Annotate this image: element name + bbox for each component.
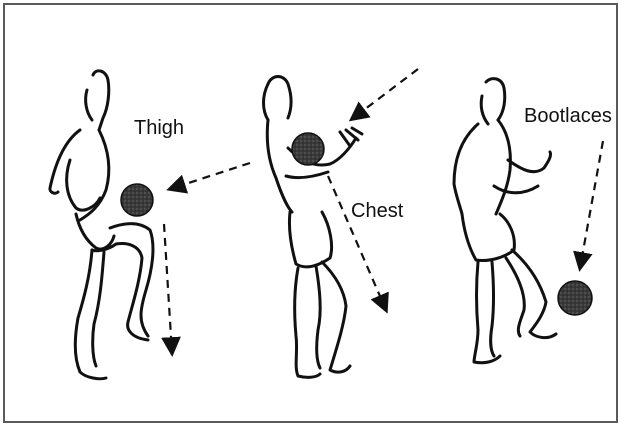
label-bootlaces: Bootlaces: [524, 106, 612, 126]
label-thigh: Thigh: [134, 118, 184, 138]
arrow-into-chest: [352, 69, 418, 119]
arrow-down-thigh: [164, 224, 172, 353]
arrow-into-bootlaces: [580, 141, 603, 268]
ball-chest: [292, 133, 324, 165]
player-chest-figure: [264, 77, 363, 378]
ball-bootlaces: [558, 281, 592, 315]
arrow-down-chest: [328, 176, 386, 310]
ball-thigh: [121, 184, 153, 216]
label-chest: Chest: [351, 201, 403, 221]
arrow-into-thigh: [170, 163, 250, 189]
